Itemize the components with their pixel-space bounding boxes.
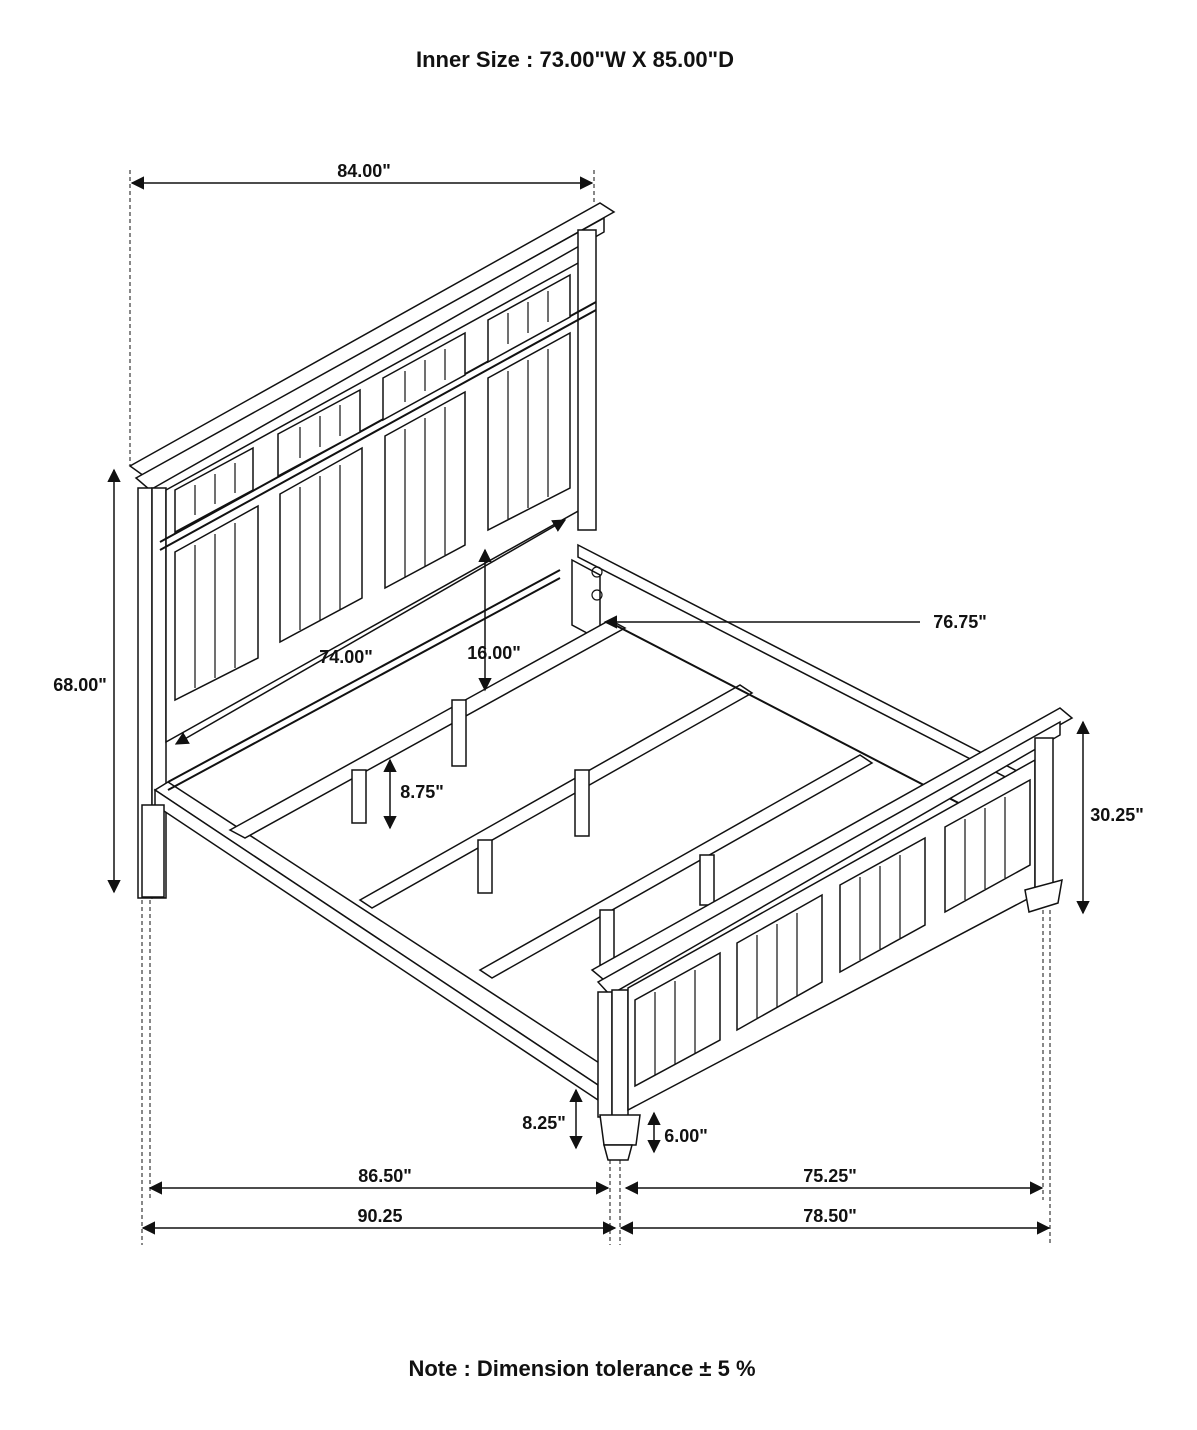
note-prefix: Note : Dimension tolerance	[408, 1356, 699, 1381]
label-width-overall: 78.50"	[803, 1206, 857, 1226]
tolerance-note: Note : Dimension tolerance ± 5 %	[408, 1356, 755, 1381]
inner-size-title: Inner Size : 73.00"W X 85.00"D	[416, 47, 734, 72]
label-slat-gap: 8.75"	[400, 782, 444, 802]
label-headboard-height: 68.00"	[53, 675, 107, 695]
label-foot-height: 6.00"	[664, 1126, 708, 1146]
plus-minus-symbol: ±	[699, 1356, 711, 1381]
note-suffix: 5 %	[712, 1356, 756, 1381]
label-inner-width: 74.00"	[319, 647, 373, 667]
footboard	[590, 707, 1074, 1161]
label-depth-inner: 86.50"	[358, 1166, 412, 1186]
label-rail-length: 76.75"	[933, 612, 987, 632]
label-headboard-width: 84.00"	[337, 161, 391, 181]
dimension-lines	[107, 176, 1090, 1235]
label-depth-overall: 90.25	[357, 1206, 402, 1226]
label-width-inner: 75.25"	[803, 1166, 857, 1186]
label-rail-height: 16.00"	[467, 643, 521, 663]
label-footboard-height: 30.25"	[1090, 805, 1144, 825]
label-rail-clearance: 8.25"	[522, 1113, 566, 1133]
headboard	[128, 202, 616, 899]
extension-lines	[129, 170, 1051, 1245]
